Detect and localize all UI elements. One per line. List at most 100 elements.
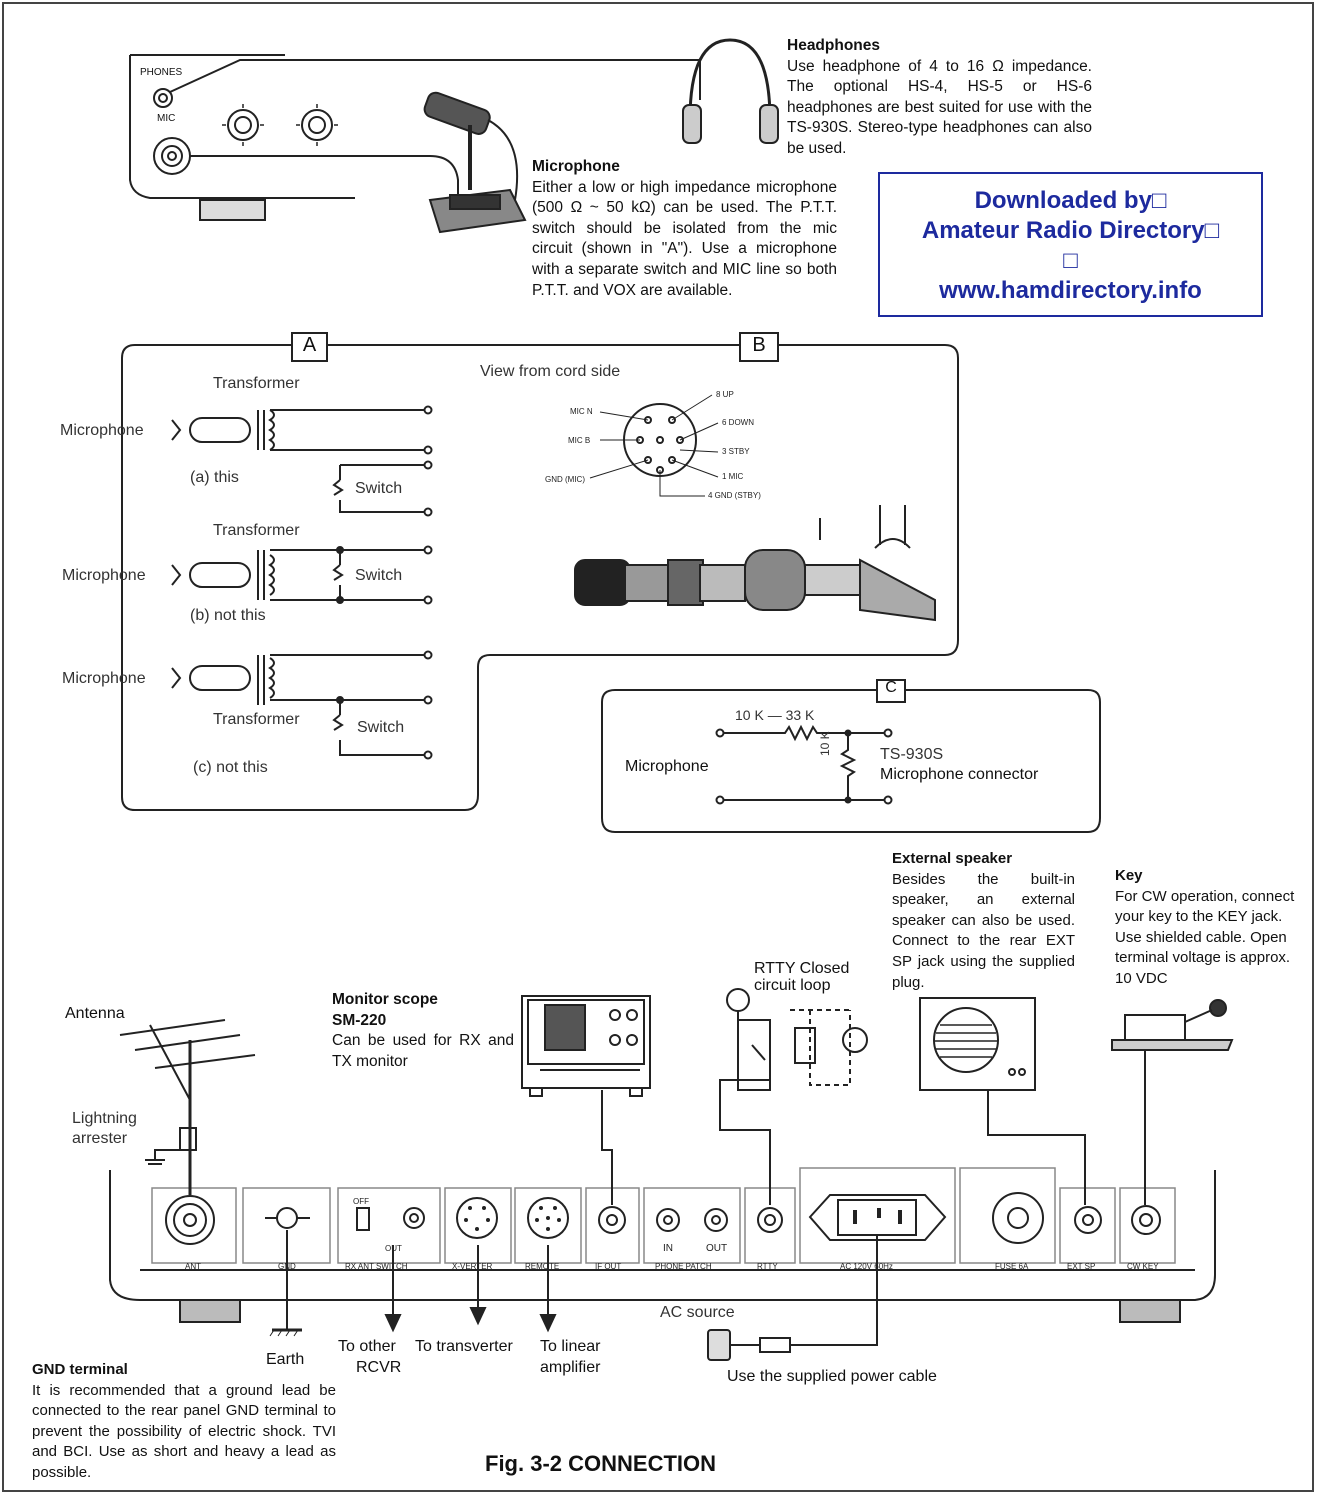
pin-label-gnd-stby: 4 GND (STBY) — [708, 491, 761, 500]
microphone-label-c: Microphone — [62, 670, 146, 687]
to-linear-line-2: amplifier — [540, 1359, 601, 1376]
case-a-label: (a) this — [190, 469, 239, 486]
phone-patch-in-label: IN — [663, 1243, 673, 1254]
remote-socket — [527, 1197, 569, 1239]
knob-2 — [301, 109, 333, 141]
pin-label-stby: 3 STBY — [722, 447, 750, 456]
view-cord-side-label: View from cord side — [480, 363, 621, 380]
power-cable-label: Use the supplied power cable — [727, 1368, 937, 1385]
to-transverter-label: To transverter — [415, 1338, 513, 1355]
cw-key-jack — [1131, 1205, 1161, 1235]
knob-1 — [227, 109, 259, 141]
rear-foot-left — [179, 1299, 241, 1323]
if-out-jack — [598, 1206, 626, 1234]
watermark-link[interactable]: www.hamdirectory.info — [939, 277, 1202, 304]
ac-plug — [707, 1329, 731, 1361]
transformer-label-c: Transformer — [213, 711, 300, 728]
box-c-outline — [601, 689, 1101, 833]
resistor-value-label: 10 K — 33 K — [735, 707, 815, 723]
box-b-tag — [739, 332, 779, 362]
pin-label-mic: 1 MIC — [722, 472, 744, 481]
lightning-arrester-line-2: arrester — [72, 1130, 128, 1147]
pin-label-mic-n: MIC N — [570, 407, 593, 416]
phone-patch-in — [656, 1208, 680, 1232]
pin-label-down: 6 DOWN — [722, 418, 754, 427]
box-c-tag — [876, 679, 906, 703]
gnd-terminal-title: GND terminal — [32, 1361, 128, 1378]
monitor-scope-title: Monitor scope — [332, 991, 438, 1008]
rear-label-ext-sp: EXT SP — [1067, 1262, 1096, 1271]
switch-label-a: Switch — [355, 480, 403, 497]
phones-label: PHONES — [140, 67, 183, 78]
ac-socket — [808, 1194, 947, 1241]
headphones-drawing — [688, 38, 772, 121]
xverter-socket — [456, 1197, 498, 1239]
external-speaker-body: Besides the built-in speaker, an externa… — [892, 870, 1075, 991]
rear-label-ant: ANT — [185, 1262, 201, 1271]
watermark-line-1: Downloaded by□ — [974, 187, 1167, 214]
headphones-note: Headphones Use headphone of 4 to 16 Ω im… — [787, 36, 1092, 160]
box-b-label: B — [752, 334, 766, 356]
microphone-label-box-c: Microphone — [625, 758, 709, 775]
headphones-title: Headphones — [787, 37, 881, 54]
monitor-scope-body: Can be used for RX and TX monitor — [332, 1032, 514, 1070]
phone-patch-out — [704, 1208, 728, 1232]
microphone-note: Microphone Either a low or high impedanc… — [532, 157, 837, 301]
monitor-scope-model: SM-220 — [332, 1011, 387, 1029]
circuit-b — [171, 545, 433, 605]
rear-label-gnd: GND — [278, 1262, 296, 1271]
box-c-label: C — [885, 679, 897, 696]
rx-switch-off-label: OFF — [353, 1197, 369, 1206]
monitor-scope-note: Monitor scope SM-220 Can be used for RX … — [332, 990, 514, 1072]
microphone-label-b: Microphone — [62, 567, 146, 584]
microphone-body: Either a low or high impedance microphon… — [532, 178, 837, 299]
transformer-label-b: Transformer — [213, 522, 300, 539]
pin-label-up: 8 UP — [716, 390, 734, 399]
key-body: For CW operation, connect your key to th… — [1115, 887, 1295, 987]
earth-label: Earth — [266, 1351, 305, 1368]
front-foot — [199, 199, 266, 221]
rx-ant-switch — [356, 1207, 370, 1231]
external-speaker-note: External speaker Besides the built-in sp… — [892, 849, 1075, 993]
switch-label-c: Switch — [357, 719, 405, 736]
rear-label-fuse: FUSE 6A — [995, 1262, 1029, 1271]
monitor-scope-drawing — [521, 995, 651, 1205]
microphone-connector-label: Microphone connector — [880, 766, 1039, 783]
rear-label-xverter: X-VERTER — [452, 1262, 493, 1271]
ts930s-label: TS-930S — [880, 746, 944, 763]
down-arrows — [384, 1245, 557, 1333]
switch-label-b: Switch — [355, 567, 403, 584]
ant-connector — [165, 1195, 215, 1245]
figure-caption: Fig. 3-2 CONNECTION — [485, 1451, 717, 1476]
key-note: Key For CW operation, connect your key t… — [1115, 866, 1300, 990]
rx-switch-out-label: OUT — [385, 1244, 402, 1253]
lightning-arrester-line-1: Lightning — [72, 1110, 137, 1127]
watermark-line-3: □ — [1063, 247, 1078, 274]
circuit-box-c — [715, 724, 893, 805]
fuse-holder — [992, 1192, 1044, 1244]
rear-label-remote: REMOTE — [525, 1262, 560, 1271]
external-speaker-title: External speaker — [892, 850, 1013, 867]
headphones-body: Use headphone of 4 to 16 Ω impedance. Th… — [787, 57, 1092, 157]
to-linear-line-1: To linear — [540, 1338, 601, 1355]
rtty-jack — [757, 1207, 783, 1233]
microphone-title: Microphone — [532, 158, 620, 175]
circuit-c — [171, 650, 433, 760]
box-a-tag — [291, 332, 328, 362]
rtty-loop-drawing — [719, 988, 868, 1205]
antenna-label: Antenna — [65, 1005, 125, 1022]
rear-label-rtty: RTTY — [757, 1262, 778, 1271]
ac-source-label: AC source — [660, 1304, 735, 1321]
desk-microphone-drawing — [423, 91, 527, 234]
rtty-label-line-2: circuit loop — [754, 977, 831, 994]
rear-foot-right — [1119, 1299, 1181, 1323]
watermark-line-2: Amateur Radio Directory□ — [921, 217, 1220, 244]
case-c-label: (c) not this — [193, 759, 268, 776]
shunt-value-label: 10 K — [818, 731, 832, 756]
to-other-rcvr-line-2: RCVR — [356, 1359, 402, 1376]
phones-jack — [153, 88, 173, 108]
antenna-drawing — [119, 1019, 256, 1195]
rear-panel-chassis — [109, 1170, 1216, 1301]
circuit-a — [171, 405, 433, 517]
